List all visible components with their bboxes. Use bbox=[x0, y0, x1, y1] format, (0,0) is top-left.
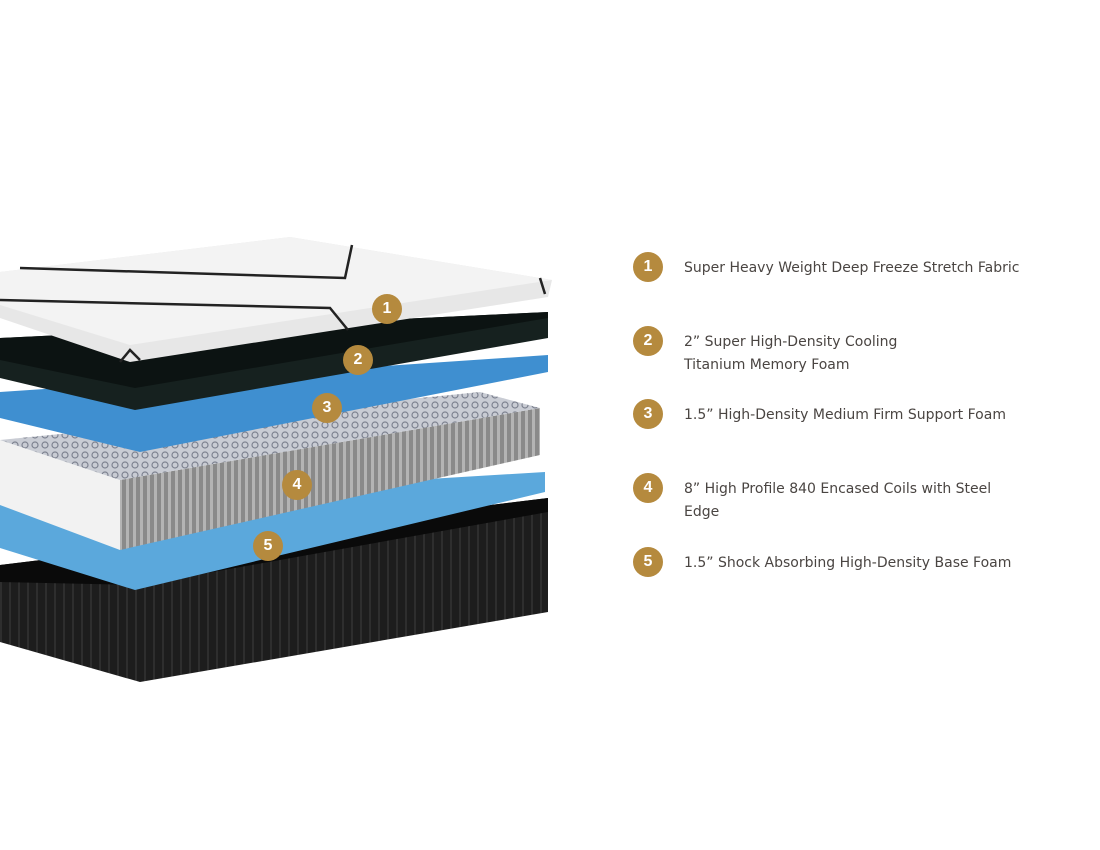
legend-item: 5 1.5” Shock Absorbing High-Density Base… bbox=[633, 547, 1024, 577]
legend-label: 8” High Profile 840 Encased Coils with S… bbox=[684, 481, 992, 520]
legend-badge: 4 bbox=[633, 473, 663, 503]
legend-item: 4 8” High Profile 840 Encased Coils with… bbox=[633, 473, 1024, 524]
legend-label: 1.5” High-Density Medium Firm Support Fo… bbox=[684, 407, 1006, 423]
callout-badge-2: 2 bbox=[343, 345, 373, 375]
legend-badge: 2 bbox=[633, 326, 663, 356]
legend-item: 3 1.5” High-Density Medium Firm Support … bbox=[633, 399, 1024, 429]
layer-3-support-foam bbox=[0, 355, 548, 452]
layer-4-coils bbox=[0, 392, 540, 550]
layer-1-fabric bbox=[0, 237, 552, 363]
callout-badge-3: 3 bbox=[312, 393, 342, 423]
callout-badge-5: 5 bbox=[253, 531, 283, 561]
legend-label: 2” Super High-Density Cooling Titanium M… bbox=[684, 334, 898, 373]
legend-label: 1.5” Shock Absorbing High-Density Base F… bbox=[684, 555, 1012, 571]
legend-badge: 1 bbox=[633, 252, 663, 282]
legend-badge: 5 bbox=[633, 547, 663, 577]
legend-badge: 3 bbox=[633, 399, 663, 429]
legend-label: Super Heavy Weight Deep Freeze Stretch F… bbox=[684, 260, 1020, 276]
legend-item: 1 Super Heavy Weight Deep Freeze Stretch… bbox=[633, 252, 1024, 282]
callout-badge-4: 4 bbox=[282, 470, 312, 500]
callout-badge-1: 1 bbox=[372, 294, 402, 324]
legend-item: 2 2” Super High-Density Cooling Titanium… bbox=[633, 326, 954, 377]
